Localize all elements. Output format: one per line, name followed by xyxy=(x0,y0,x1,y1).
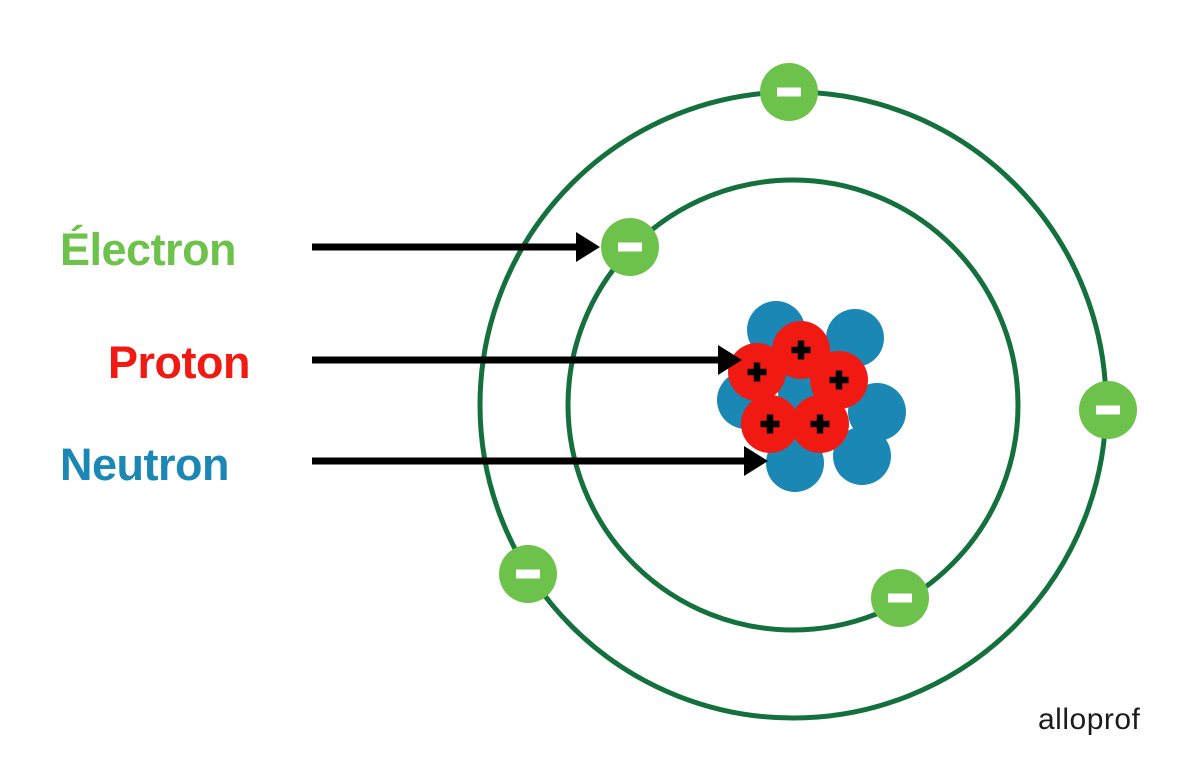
proton-plus-icon xyxy=(835,370,843,390)
electron-minus-icon xyxy=(888,593,912,603)
neutron-particle xyxy=(848,383,906,441)
proton-plus-icon xyxy=(797,340,805,360)
orbiting-electrons xyxy=(499,63,1137,627)
electron-minus-icon xyxy=(618,242,642,252)
electron-minus-icon xyxy=(777,87,801,97)
callout-arrows xyxy=(312,232,768,476)
alloprof-logo: alloprof xyxy=(1038,703,1141,736)
neutron-particle xyxy=(833,427,891,485)
electron-minus-icon xyxy=(1096,405,1120,415)
proton-plus-icon xyxy=(766,414,774,434)
label-neutron: Neutron xyxy=(60,439,229,490)
proton-plus-icon xyxy=(753,362,761,382)
label-electron: Électron xyxy=(60,224,236,275)
neutron-arrow-head-icon xyxy=(744,446,768,476)
electron-minus-icon xyxy=(516,569,540,579)
proton-plus-icon xyxy=(816,414,824,434)
label-proton: Proton xyxy=(108,337,250,388)
inner-orbit-ring xyxy=(565,177,1021,633)
nucleus-protons xyxy=(728,321,868,453)
electron-arrow-head-icon xyxy=(576,232,600,262)
proton-arrow-head-icon xyxy=(718,345,742,375)
